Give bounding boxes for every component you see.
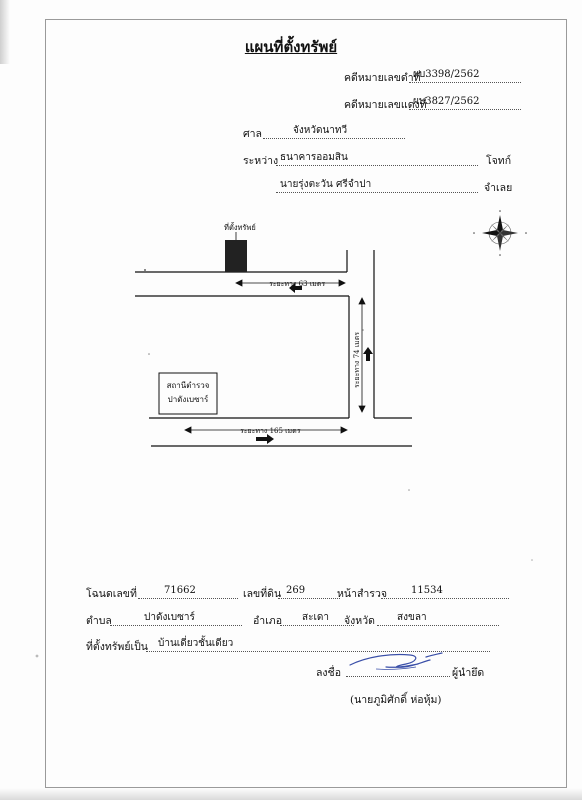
court-value: จังหวัดนาทวี — [263, 124, 405, 139]
landmark-label-line1: สถานีตำรวจ — [166, 381, 210, 390]
deed-value: 71662 — [138, 584, 238, 599]
signer-name: (นายภูมิศักดิ์ ห่อหุ้ม) — [350, 694, 442, 706]
direction-arrow-right-icon — [256, 434, 274, 444]
plaintiff-value: ธนาคารออมสิน — [276, 151, 478, 166]
scan-edge-shadow — [0, 0, 10, 64]
page-title: แผนที่ตั้งทรัพย์ — [244, 38, 338, 56]
province-value: สงขลา — [377, 611, 499, 626]
survey-value: 11534 — [381, 584, 509, 599]
black-case-label: คดีหมายเลขดำที่ — [344, 72, 421, 84]
dimension-arrow-left-bottom — [184, 426, 192, 434]
survey-label: หน้าสำรวจ — [337, 588, 387, 600]
property-marker — [225, 240, 247, 272]
direction-arrow-left-icon — [289, 283, 302, 293]
defendant-role: จำเลย — [484, 182, 513, 194]
dimension-arrow-right-bottom — [340, 426, 348, 434]
landmark-label-line2: ปาดังเบซาร์ — [167, 395, 209, 404]
signer-role: ผู้นำยึด — [452, 667, 485, 679]
subdistrict-value: ปาดังเบซาร์ — [110, 611, 242, 626]
subdistrict-label: ตำบล — [86, 615, 112, 627]
sign-label: ลงชื่อ — [316, 667, 341, 679]
deed-label: โฉนดเลขที่ — [86, 588, 137, 600]
signature-mark — [349, 652, 443, 670]
red-case-label: คดีหมายเลขแดงที่ — [344, 99, 427, 111]
signature-line — [346, 676, 450, 677]
scan-edge-shadow-bottom — [0, 788, 582, 800]
defendant-value: นายรุ่งตะวัน ศรีจำปา — [276, 178, 478, 193]
between-label: ระหว่าง — [243, 155, 279, 167]
plaintiff-role: โจทก์ — [486, 155, 512, 167]
road-label-bottom: ระยะทาง 165 เมตร — [240, 427, 301, 435]
road-label-top: ระยะทาง 63 เมตร — [269, 280, 325, 288]
property-type-label: ที่ตั้งทรัพย์เป็น — [86, 641, 148, 653]
dimension-arrow-right — [338, 279, 346, 287]
police-station-box — [158, 372, 218, 415]
dimension-arrow-down — [358, 405, 366, 413]
red-case-value: ผบ3827/2562 — [409, 95, 521, 110]
court-label: ศาล — [243, 128, 262, 140]
dimension-arrow-up — [358, 297, 366, 305]
province-label: จังหวัด — [344, 615, 375, 627]
land-no-value: 269 — [278, 584, 340, 599]
land-no-label: เลขที่ดิน — [243, 588, 282, 600]
property-label: ที่ตั้งทรัพย์ — [224, 222, 256, 232]
direction-arrow-up-icon — [363, 347, 373, 361]
dimension-arrow-left — [235, 279, 243, 287]
black-case-value: ผบ3398/2562 — [409, 68, 521, 83]
compass-rose-icon — [473, 210, 527, 256]
property-type-value: บ้านเดี่ยวชั้นเดียว — [146, 637, 490, 652]
page-border — [45, 19, 567, 788]
district-label: อำเภอ — [253, 615, 283, 627]
road-label-side: ระยะทาง 74 เมตร — [353, 332, 361, 388]
district-value: สะเดา — [280, 611, 354, 626]
